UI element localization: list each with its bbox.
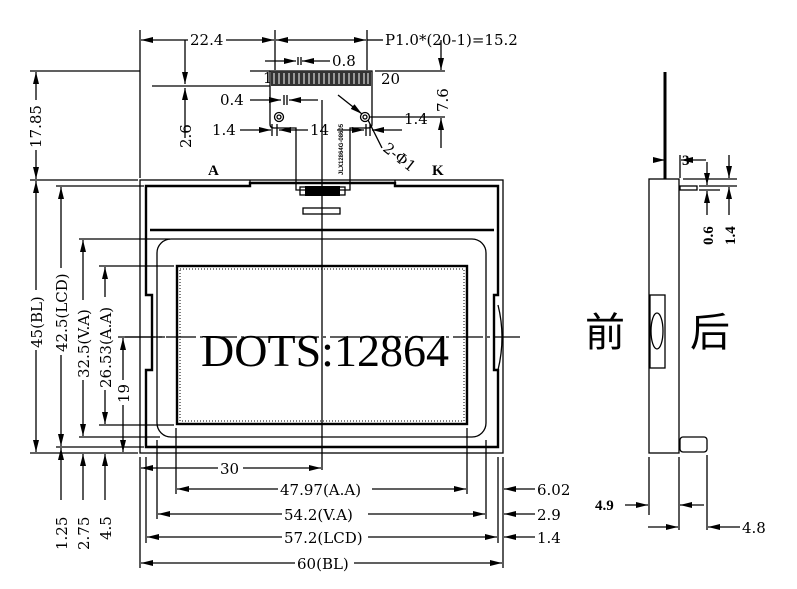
top-tab — [249, 180, 396, 183]
side-ellipse — [650, 312, 664, 350]
back-label: 后 — [690, 310, 730, 356]
bottom-dimensions: 30 47.97(A.A) 6.02 54.2(V.A) 2.9 57.2(LC… — [139, 428, 570, 573]
display-text: DOTS:12864 — [201, 325, 449, 376]
dim-tab-thickness: 0.6 — [701, 226, 717, 245]
pin-last-label: 20 — [381, 70, 400, 88]
side-pin — [679, 436, 708, 453]
cathode-label: K — [432, 163, 444, 179]
dim-offset: 22.4 — [190, 31, 223, 49]
hole-inner-right — [362, 114, 368, 120]
dim-bl-width: 60(BL) — [297, 555, 349, 573]
dim-hole-right-margin: 1.4 — [404, 110, 428, 128]
hole-inner-left — [276, 114, 282, 120]
dim-fpc-length: 17.85 — [27, 105, 45, 148]
dim-va-offset: 2.75 — [75, 517, 93, 550]
pin-lines — [273, 73, 369, 84]
dim-fpc-height: 7.6 — [434, 88, 452, 112]
left-dimensions: 45(BL) 42.5(LCD) 32.5(V.A) 26.53(A.A) 19… — [28, 179, 174, 550]
dim-hole-spacing: 14 — [310, 121, 329, 139]
top-dimensions: 22.4 P1.0*(20-1)=15.2 0.8 0.4 2.6 1.4 14… — [27, 30, 518, 179]
dim-lcd-offset: 1.4 — [537, 529, 561, 547]
dim-total-thickness: 4.8 — [742, 519, 766, 537]
front-label: 前 — [585, 310, 625, 356]
dim-pitch: P1.0*(20-1)=15.2 — [385, 31, 518, 49]
fpc-pins — [271, 71, 371, 86]
lcd-outline — [144, 181, 500, 449]
dim-center-offset: 30 — [220, 460, 239, 478]
side-window — [649, 294, 666, 369]
front-view: DOTS:12864 A K — [125, 100, 520, 470]
fpc: JLX12864G-08605 1 20 — [263, 69, 400, 191]
dim-fpc-offset: 3 — [682, 153, 690, 169]
dim-va-offset: 2.9 — [537, 506, 561, 524]
dim-lcd-width: 57.2(LCD) — [284, 529, 363, 547]
dim-pin-gap: 0.4 — [220, 91, 244, 109]
anode-label: A — [208, 163, 219, 179]
dim-body-thickness: 4.9 — [595, 498, 614, 514]
mount-hole-left — [273, 111, 285, 123]
fpc-label: JLX12864G-08605 — [339, 123, 345, 175]
dim-aa-height: 26.53(A.A) — [97, 307, 115, 388]
dim-hole-left-margin: 1.4 — [212, 121, 236, 139]
dim-va-height: 32.5(V.A) — [75, 309, 93, 378]
dim-aa-width: 47.97(A.A) — [280, 481, 361, 499]
dim-aa-offset: 6.02 — [537, 481, 570, 499]
dim-lcd-height: 42.5(LCD) — [53, 273, 71, 352]
side-tab — [679, 185, 698, 191]
dim-hole-height: 2.6 — [177, 124, 195, 148]
side-view: 前 后 3 0.6 1.4 4.9 4.8 — [585, 72, 766, 537]
dim-holes: 2-Φ1 — [380, 139, 420, 176]
dim-tab-position: 1.4 — [723, 226, 739, 245]
dim-lcd-offset: 1.25 — [53, 517, 71, 550]
dim-pin-width: 0.8 — [332, 52, 356, 70]
dim-center-height: 19 — [115, 384, 133, 403]
dim-va-width: 54.2(V.A) — [284, 506, 353, 524]
pin-first-label: 1 — [263, 69, 273, 87]
side-body — [648, 178, 680, 454]
dim-aa-offset: 4.5 — [97, 516, 115, 540]
dim-bl-height: 45(BL) — [28, 296, 46, 348]
